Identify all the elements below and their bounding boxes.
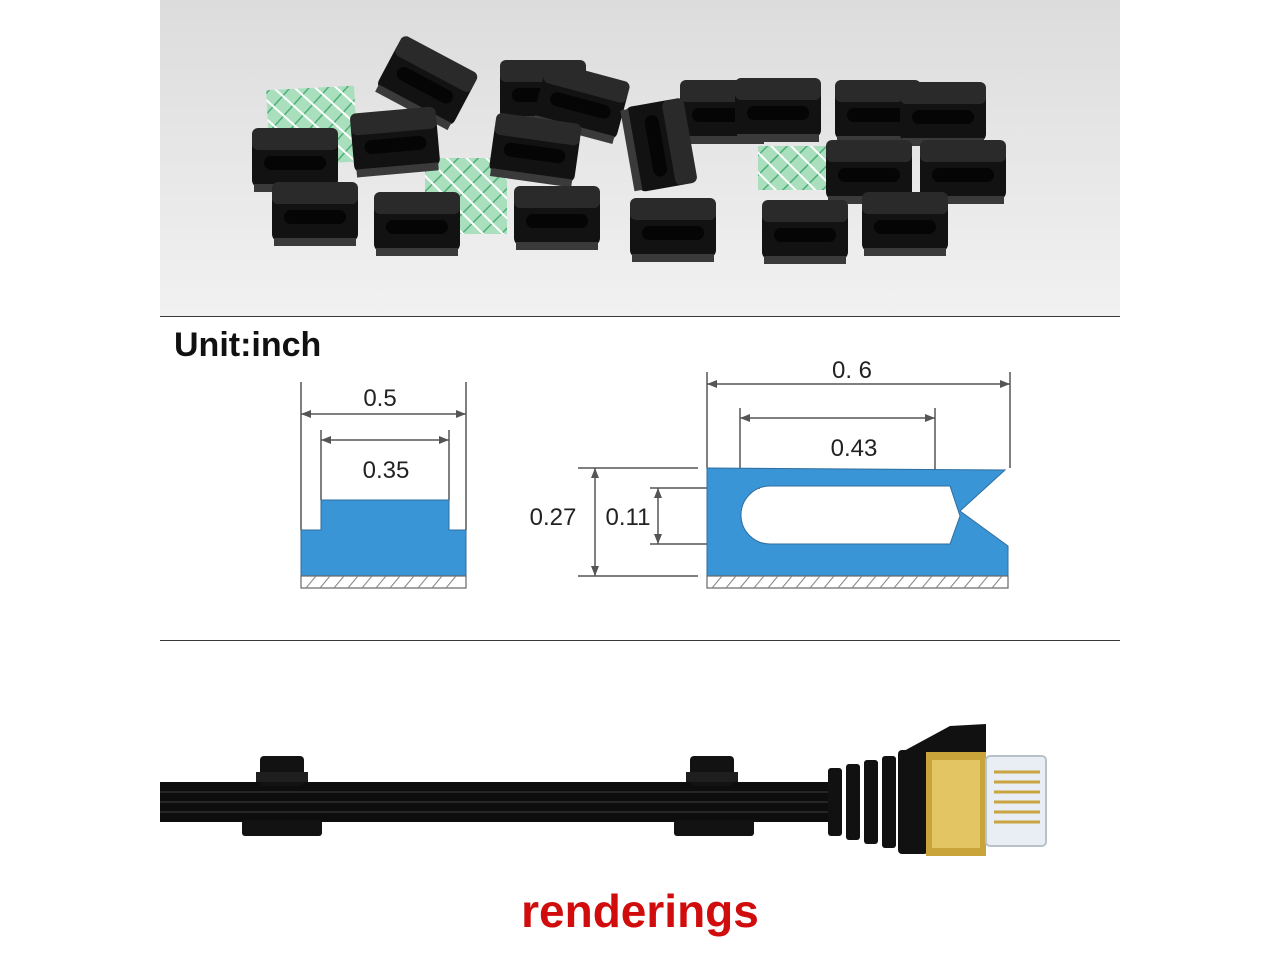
cable-clip-right (674, 756, 754, 836)
unit-label: Unit:inch (174, 326, 322, 364)
side-slot-length: 0.43 (831, 435, 878, 462)
side-total-height: 0.27 (530, 504, 577, 531)
side-slot-height: 0.11 (606, 504, 651, 531)
renderings-label: renderings (521, 885, 759, 937)
front-inner-width: 0.35 (363, 457, 410, 484)
side-total-length: 0. 6 (832, 357, 872, 384)
bottom-divider (160, 640, 1120, 641)
dimension-drawing: 0.5 0.35 0. 6 0.43 0.27 0.1 (300, 357, 1011, 589)
top-divider (160, 316, 1120, 317)
connector-boot (828, 724, 986, 854)
cable-clips-image (252, 34, 1006, 264)
product-photo (160, 0, 1120, 316)
rendering-illustration (160, 724, 1047, 856)
front-outer-width: 0.5 (363, 385, 396, 412)
cable-clip-left (242, 756, 322, 836)
